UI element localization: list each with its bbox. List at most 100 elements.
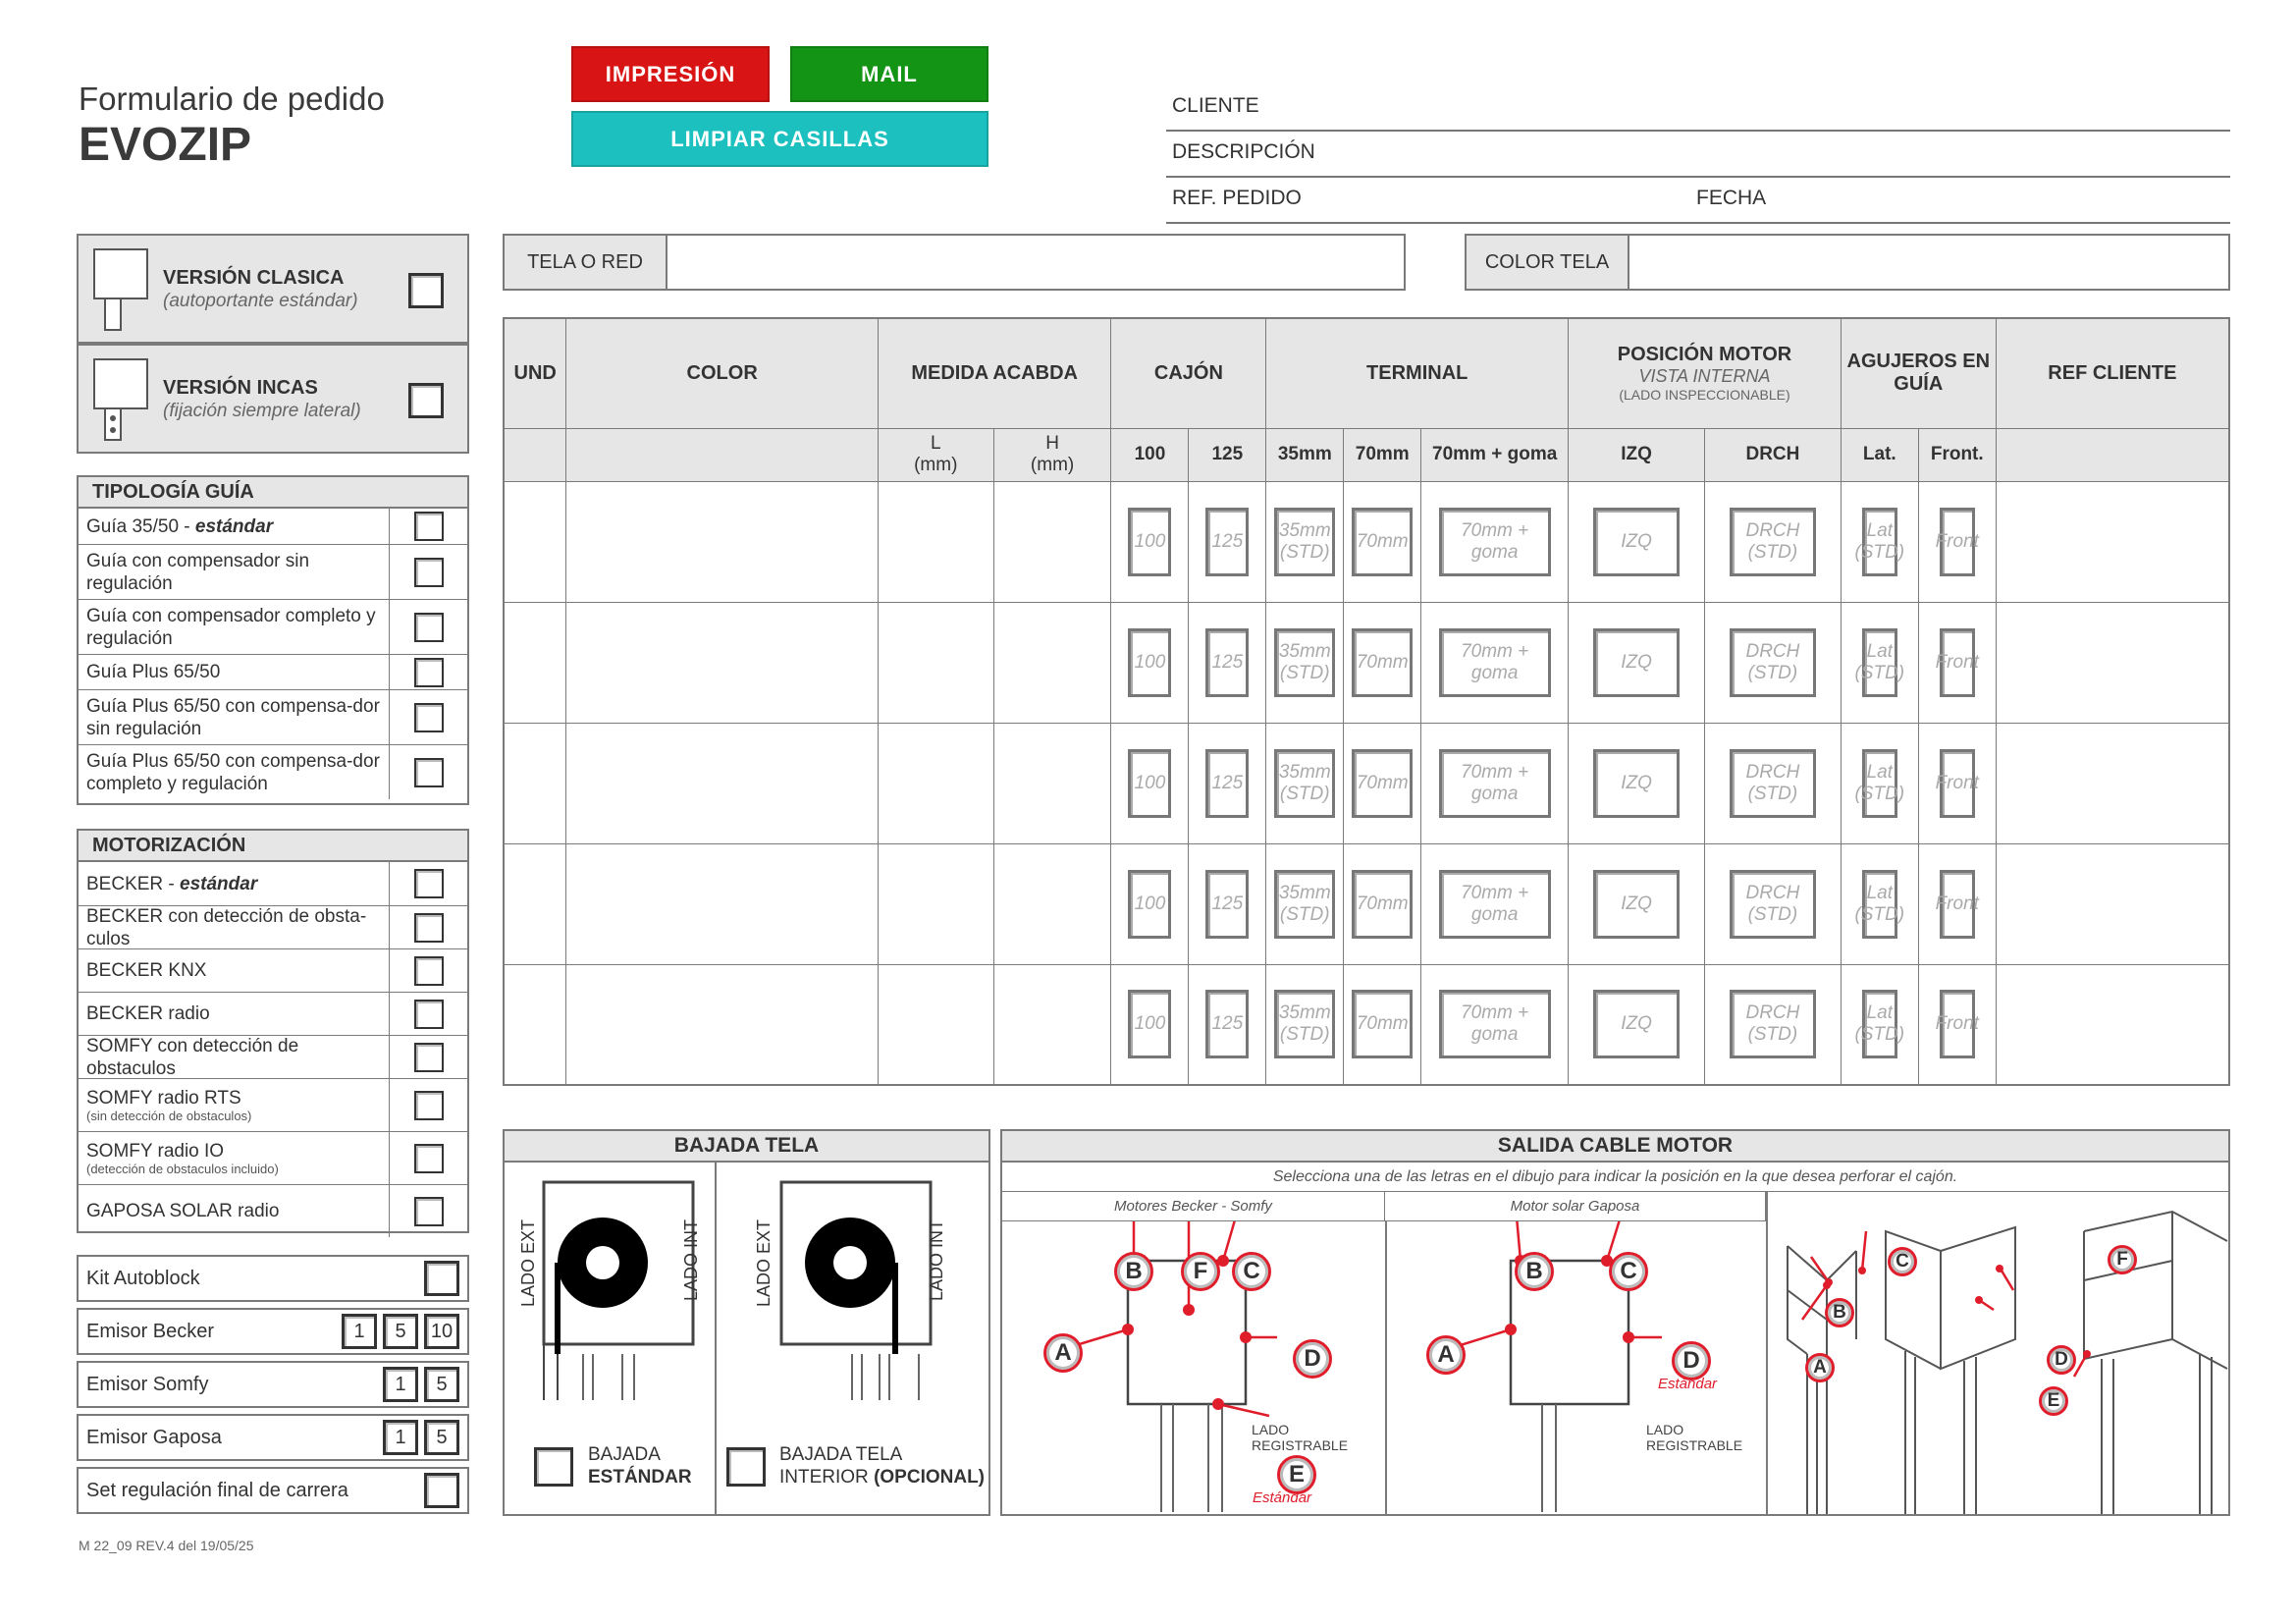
cell-l[interactable]: [877, 842, 994, 965]
position-letter-b[interactable]: B: [1515, 1252, 1554, 1291]
option-70mm-goma[interactable]: 70mm +goma: [1438, 507, 1551, 576]
option-izq[interactable]: IZQ: [1593, 507, 1681, 576]
position-letter-a[interactable]: A: [1426, 1335, 1466, 1375]
option-100[interactable]: 100: [1128, 990, 1172, 1059]
cell-und[interactable]: [503, 722, 567, 844]
position-letter-a[interactable]: A: [1805, 1353, 1835, 1382]
option-70mm-goma[interactable]: 70mm +goma: [1438, 627, 1551, 697]
option-drch[interactable]: DRCH(STD): [1729, 627, 1816, 697]
color-tela-input[interactable]: [1629, 236, 2228, 289]
option-front[interactable]: Front: [1936, 869, 1979, 939]
motor-checkbox[interactable]: [413, 955, 444, 986]
option-70mm-goma[interactable]: 70mm +goma: [1438, 990, 1551, 1059]
option-125[interactable]: 125: [1205, 869, 1250, 939]
cell-ref-cliente[interactable]: [1995, 601, 2230, 724]
cell-ref-cliente[interactable]: [1995, 842, 2230, 965]
version-clasica-checkbox[interactable]: [408, 273, 444, 308]
cell-color[interactable]: [565, 963, 879, 1086]
option-izq[interactable]: IZQ: [1593, 748, 1681, 818]
option-35mm[interactable]: 35mm(STD): [1274, 507, 1336, 576]
option-100[interactable]: 100: [1128, 869, 1172, 939]
cell-l[interactable]: [877, 601, 994, 724]
accessory-qty-option[interactable]: 1: [383, 1367, 418, 1402]
option-100[interactable]: 100: [1128, 507, 1172, 576]
option-izq[interactable]: IZQ: [1593, 869, 1681, 939]
cell-color[interactable]: [565, 601, 879, 724]
option-lat[interactable]: Lat(STD): [1854, 748, 1904, 818]
position-letter-c[interactable]: C: [1232, 1252, 1271, 1291]
option-lat[interactable]: Lat(STD): [1854, 627, 1904, 697]
option-35mm[interactable]: 35mm(STD): [1274, 748, 1336, 818]
option-front[interactable]: Front: [1936, 748, 1979, 818]
mail-button[interactable]: MAIL: [790, 46, 988, 102]
accessory-qty-option[interactable]: 5: [424, 1420, 459, 1455]
tipologia-checkbox[interactable]: [413, 612, 444, 642]
motor-checkbox[interactable]: [413, 1090, 444, 1120]
clear-button[interactable]: LIMPIAR CASILLAS: [571, 111, 988, 167]
position-letter-f[interactable]: F: [1181, 1252, 1220, 1291]
print-button[interactable]: IMPRESIÓN: [571, 46, 770, 102]
tela-input[interactable]: [667, 236, 1404, 289]
position-letter-b[interactable]: B: [1825, 1298, 1854, 1327]
option-70mm[interactable]: 70mm: [1352, 507, 1414, 576]
cell-h[interactable]: [992, 480, 1112, 603]
tipologia-checkbox[interactable]: [413, 512, 444, 541]
motor-checkbox[interactable]: [413, 1196, 444, 1226]
option-drch[interactable]: DRCH(STD): [1729, 990, 1816, 1059]
cell-l[interactable]: [877, 722, 994, 844]
position-letter-c[interactable]: C: [1888, 1247, 1917, 1276]
cell-und[interactable]: [503, 963, 567, 1086]
accessory-qty-option[interactable]: 1: [342, 1314, 377, 1349]
motor-checkbox[interactable]: [413, 1042, 444, 1072]
accessory-qty-option[interactable]: 1: [383, 1420, 418, 1455]
cell-und[interactable]: [503, 842, 567, 965]
cell-color[interactable]: [565, 722, 879, 844]
position-letter-d[interactable]: D: [2047, 1345, 2076, 1375]
accessory-qty-option[interactable]: 5: [383, 1314, 418, 1349]
option-drch[interactable]: DRCH(STD): [1729, 507, 1816, 576]
position-letter-d[interactable]: D: [1293, 1339, 1332, 1379]
tipologia-checkbox[interactable]: [413, 557, 444, 587]
option-100[interactable]: 100: [1128, 748, 1172, 818]
tipologia-checkbox[interactable]: [413, 702, 444, 732]
option-125[interactable]: 125: [1205, 627, 1250, 697]
cell-h[interactable]: [992, 842, 1112, 965]
position-letter-f[interactable]: F: [2108, 1245, 2137, 1274]
position-letter-c[interactable]: C: [1609, 1252, 1648, 1291]
option-70mm-goma[interactable]: 70mm +goma: [1438, 748, 1551, 818]
cell-color[interactable]: [565, 480, 879, 603]
option-35mm[interactable]: 35mm(STD): [1274, 869, 1336, 939]
option-100[interactable]: 100: [1128, 627, 1172, 697]
cell-h[interactable]: [992, 722, 1112, 844]
option-front[interactable]: Front: [1936, 627, 1979, 697]
option-35mm[interactable]: 35mm(STD): [1274, 627, 1336, 697]
cell-l[interactable]: [877, 963, 994, 1086]
cell-und[interactable]: [503, 480, 567, 603]
accessory-checkbox[interactable]: [424, 1261, 459, 1296]
option-drch[interactable]: DRCH(STD): [1729, 869, 1816, 939]
cell-ref-cliente[interactable]: [1995, 480, 2230, 603]
option-70mm[interactable]: 70mm: [1352, 627, 1414, 697]
position-letter-d[interactable]: D: [1672, 1341, 1711, 1380]
cell-h[interactable]: [992, 963, 1112, 1086]
accessory-qty-option[interactable]: 5: [424, 1367, 459, 1402]
option-125[interactable]: 125: [1205, 990, 1250, 1059]
cell-ref-cliente[interactable]: [1995, 963, 2230, 1086]
motor-checkbox[interactable]: [413, 999, 444, 1029]
position-letter-e[interactable]: E: [1277, 1455, 1316, 1494]
cell-color[interactable]: [565, 842, 879, 965]
descripcion-field[interactable]: DESCRIPCIÓN: [1166, 140, 2230, 178]
cell-und[interactable]: [503, 601, 567, 724]
option-70mm[interactable]: 70mm: [1352, 748, 1414, 818]
option-70mm-goma[interactable]: 70mm +goma: [1438, 869, 1551, 939]
option-lat[interactable]: Lat(STD): [1854, 990, 1904, 1059]
option-drch[interactable]: DRCH(STD): [1729, 748, 1816, 818]
accessory-qty-option[interactable]: 10: [424, 1314, 459, 1349]
option-125[interactable]: 125: [1205, 748, 1250, 818]
position-letter-a[interactable]: A: [1043, 1333, 1083, 1373]
cell-ref-cliente[interactable]: [1995, 722, 2230, 844]
version-incas-checkbox[interactable]: [408, 383, 444, 418]
bajada-interior-checkbox[interactable]: [726, 1447, 766, 1487]
bajada-estandar-checkbox[interactable]: [534, 1447, 573, 1487]
option-125[interactable]: 125: [1205, 507, 1250, 576]
